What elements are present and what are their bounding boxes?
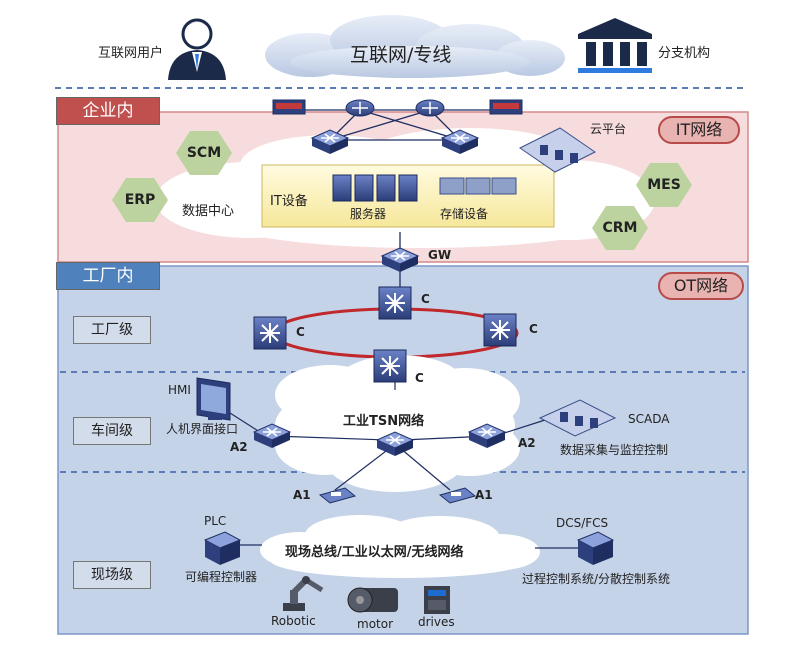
fieldbus-label: 现场总线/工业以太网/无线网络: [285, 545, 464, 560]
ring-node-label-top: C: [421, 292, 430, 306]
plc-desc-label: 可编程控制器: [185, 570, 258, 584]
server-icons: [332, 174, 418, 202]
ring-node-label-left: C: [296, 325, 305, 339]
storage-icons: [439, 177, 517, 195]
a2-label-right: A2: [518, 436, 536, 450]
robotic-label: Robotic: [271, 614, 316, 628]
storage-label: 存储设备: [440, 207, 489, 221]
branch-building-icon: [578, 18, 652, 73]
user-icon: [168, 18, 226, 80]
enterprise-zone-tag: 企业内: [56, 97, 160, 125]
dcs-label: DCS/FCS: [556, 516, 609, 530]
gateway-label: GW: [428, 248, 452, 262]
plc-icon: [203, 531, 242, 565]
firewall-icon-right: [489, 99, 523, 115]
a1-label-left: A1: [293, 488, 311, 502]
hmi-label: HMI: [168, 383, 191, 397]
a1-device-right: [438, 487, 477, 504]
dcs-desc-label: 过程控制系统/分散控制系统: [522, 572, 671, 586]
it-equipment-label: IT设备: [270, 194, 308, 209]
motor-label: motor: [357, 617, 394, 631]
dcs-icon: [576, 531, 615, 565]
internet-user-label: 互联网用户: [98, 46, 164, 61]
datacenter-label: 数据中心: [182, 204, 235, 219]
a1-device-left: [318, 487, 357, 504]
robotic-arm-icon: [283, 576, 324, 611]
a1-label-right: A1: [475, 488, 493, 502]
factory-zone-tag: 工厂内: [56, 262, 160, 290]
internet-cloud-shape: [265, 15, 565, 78]
ring-node-label-right: C: [529, 322, 538, 336]
ring-switch-top: [378, 286, 412, 320]
ot-network-badge: OT网络: [658, 272, 744, 300]
internet-cloud-label: 互联网/专线: [350, 44, 452, 66]
ring-switch-right: [483, 313, 517, 347]
hmi-desc-label: 人机界面接口: [166, 422, 239, 436]
hmi-monitor-icon: [196, 377, 231, 421]
router-icon-right: [415, 99, 445, 117]
scada-label: SCADA: [628, 412, 670, 426]
router-icon-left: [345, 99, 375, 117]
it-network-badge: IT网络: [658, 116, 740, 144]
fieldbus-cloud-shape: [260, 515, 540, 578]
drives-label: drives: [418, 615, 455, 629]
drives-icon: [424, 586, 450, 614]
cloud-platform-icon: [519, 127, 596, 173]
ring-node-label-bottom: C: [415, 371, 424, 385]
plc-label: PLC: [204, 514, 227, 528]
servers-label: 服务器: [350, 207, 387, 221]
level-field: 现场级: [73, 561, 151, 589]
scada-desc-label: 数据采集与监控控制: [560, 443, 669, 457]
a2-label-left: A2: [230, 440, 248, 454]
tsn-label: 工业TSN网络: [343, 414, 425, 429]
tsn-cloud-shape: [275, 355, 520, 492]
ring-switch-bottom: [373, 349, 407, 383]
cloud-platform-label: 云平台: [590, 122, 627, 136]
level-workshop: 车间级: [73, 417, 151, 445]
branch-label: 分支机构: [658, 46, 711, 61]
level-factory: 工厂级: [73, 316, 151, 344]
firewall-icon-left: [272, 99, 306, 115]
motor-icon: [347, 587, 398, 613]
scada-device-icon: [538, 399, 617, 437]
ring-switch-left: [253, 316, 287, 350]
